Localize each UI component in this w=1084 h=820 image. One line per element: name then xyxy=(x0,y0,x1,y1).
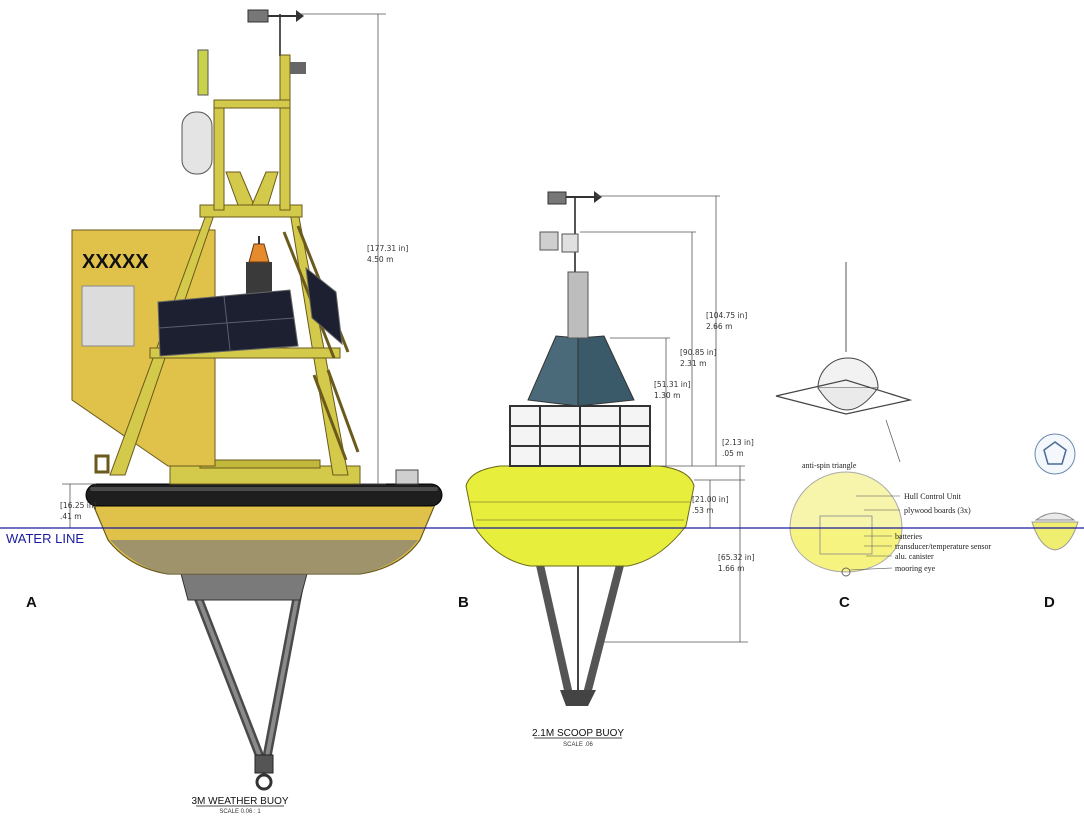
buoy-c-batteries-label: batteries xyxy=(895,532,922,541)
buoy-a-deck-equipment xyxy=(169,459,419,485)
buoy-b-d1-in: [104.75 in] xyxy=(706,311,747,320)
buoy-a-freeboard-in: [16.25 in] xyxy=(60,501,97,510)
buoy-a-height-in: [177.31 in] xyxy=(367,244,408,253)
buoy-b-dimensions xyxy=(580,195,748,643)
buoy-b-solar-panels xyxy=(527,335,635,407)
buoy-c-hull-control-label: Hull Control Unit xyxy=(904,492,962,501)
buoy-b-title: 2.1M SCOOP BUOY xyxy=(532,728,624,739)
buoy-b-d3-in: [51.31 in] xyxy=(654,380,691,389)
panel-label-b: B xyxy=(458,594,469,611)
buoy-b-d6-m: 1.66 m xyxy=(718,564,744,573)
buoy-b-d3-m: 1.30 m xyxy=(654,391,680,400)
panel-label-a: A xyxy=(26,594,37,611)
buoy-a-anemometer-icon xyxy=(247,9,306,74)
buoy-a-solar-panels xyxy=(157,266,343,357)
buoy-d-float xyxy=(1031,433,1079,551)
buoy-a-navigation-light xyxy=(246,236,272,294)
buoy-c-float: anti-spin triangle Hull Control Unit ply… xyxy=(775,262,992,577)
buoy-a-mooring-bridle xyxy=(179,569,309,791)
buoy-b-mast xyxy=(539,191,602,339)
buoy-b-scoop-buoy: [104.75 in] 2.66 m [90.85 in] 2.31 m [51… xyxy=(465,191,755,748)
buoy-b-d5-m: .53 m xyxy=(692,506,714,515)
buoy-c-transducer-label: transducer/temperature sensor xyxy=(895,542,992,551)
buoy-b-d4-m: .05 m xyxy=(722,449,744,458)
buoy-c-leader-lines xyxy=(849,495,900,571)
buoy-c-canister-label: alu. canister xyxy=(895,552,934,561)
buoy-a-hull-marking: XXXXX xyxy=(82,251,149,273)
buoy-a-title: 3M WEATHER BUOY xyxy=(191,796,288,807)
buoy-a-height-m: 4.50 m xyxy=(367,255,393,264)
buoy-a-scale: SCALE 0.06 : 1 xyxy=(219,809,261,815)
water-line-label: WATER LINE xyxy=(6,531,84,546)
buoy-b-scale: SCALE .06 xyxy=(563,742,593,748)
buoy-b-d5-in: [21.00 in] xyxy=(692,495,729,504)
buoy-a-weather-buoy: XXXXX xyxy=(60,9,443,815)
panel-label-d: D xyxy=(1044,594,1055,611)
buoy-b-d2-in: [90.85 in] xyxy=(680,348,717,357)
buoy-c-anti-spin-label: anti-spin triangle xyxy=(802,461,857,470)
buoy-b-d4-in: [2.13 in] xyxy=(722,438,754,447)
buoy-a-instrument-housing xyxy=(181,49,213,175)
buoy-a-freeboard-m: .41 m xyxy=(60,512,82,521)
buoy-b-d1-m: 2.66 m xyxy=(706,322,732,331)
buoy-b-mooring-bridle xyxy=(536,560,624,706)
buoy-a-dimensions xyxy=(62,13,386,528)
buoy-a-hull xyxy=(85,454,443,575)
buoy-b-hull xyxy=(465,465,695,567)
buoy-b-d2-m: 2.31 m xyxy=(680,359,706,368)
buoy-b-cage-frame xyxy=(509,405,651,467)
panel-label-c: C xyxy=(839,594,850,611)
buoy-b-d6-in: [65.32 in] xyxy=(718,553,755,562)
buoy-c-mooring-label: mooring eye xyxy=(895,564,936,573)
buoy-c-plywood-label: plywood boards (3x) xyxy=(904,506,971,515)
